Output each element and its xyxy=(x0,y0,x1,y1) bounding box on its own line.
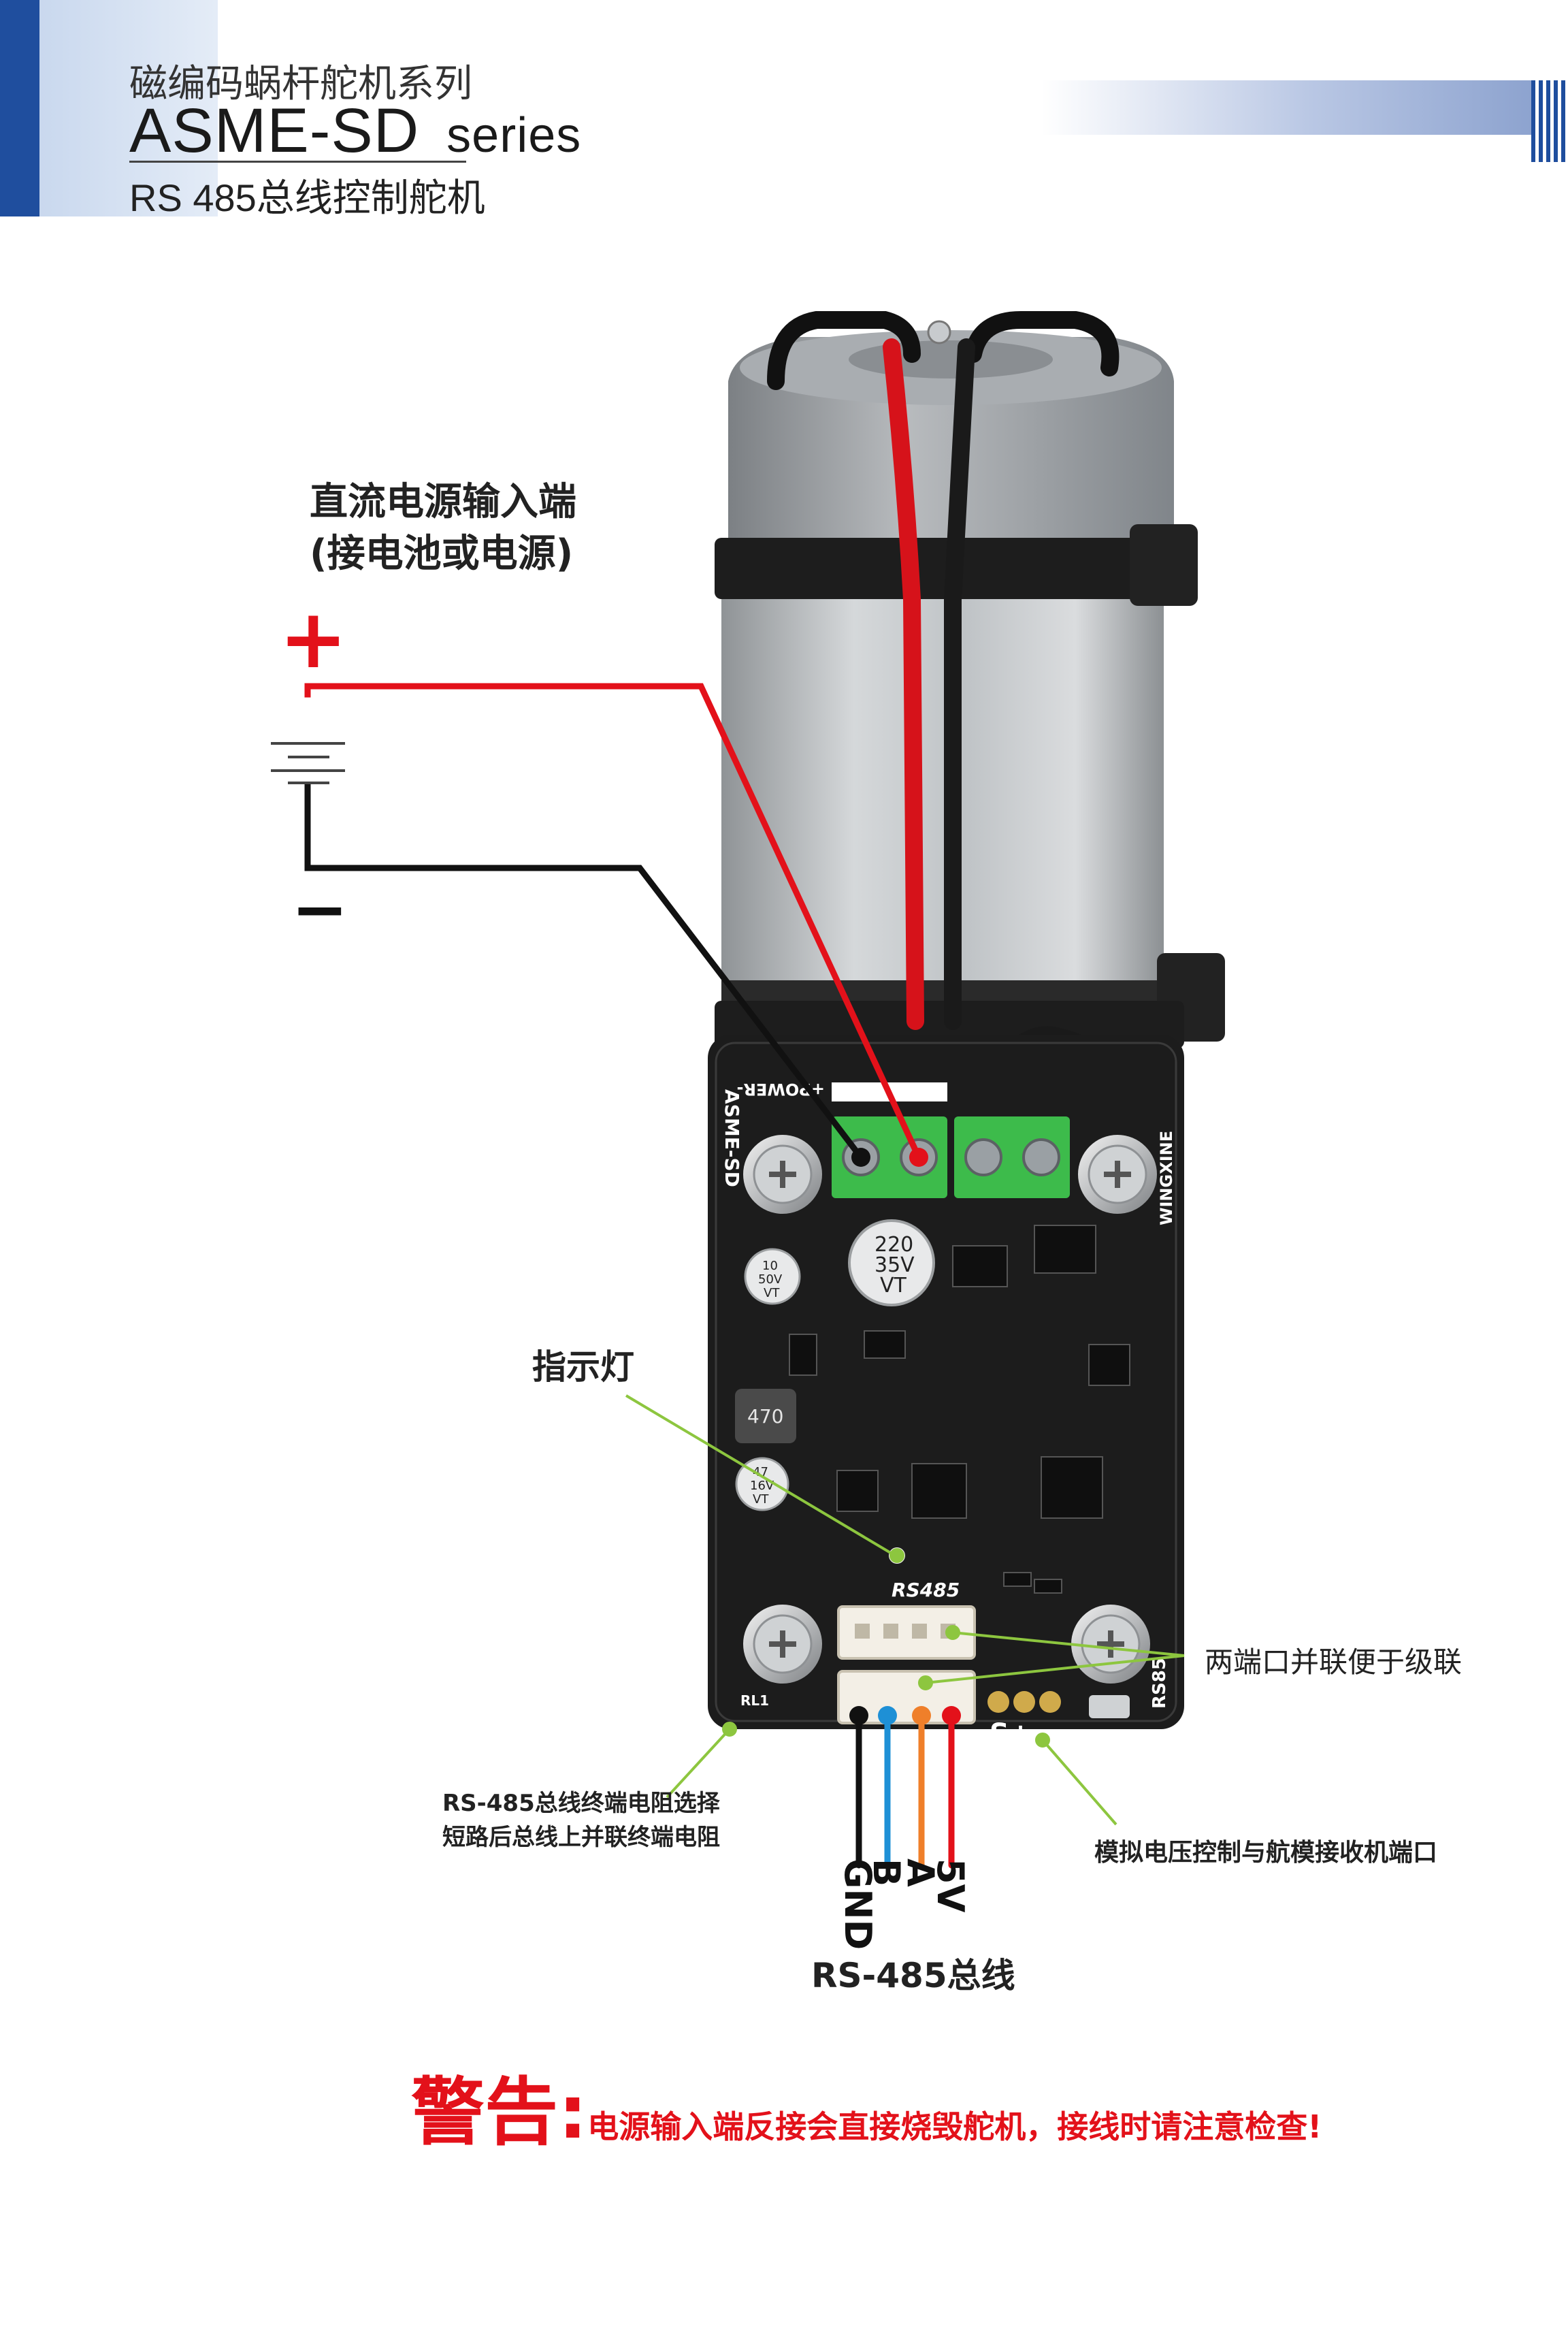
cap-small-line1: 10 xyxy=(762,1259,778,1273)
analog-signal-header xyxy=(987,1691,1130,1718)
series-word: series xyxy=(446,108,582,163)
rl1-text: RL1 xyxy=(740,1692,769,1709)
rs485-bus-label: RS-485总线 xyxy=(811,1956,1015,1995)
pcb-silkscreen: ASME-SD WINGXINE +POWER- RS485 RS85 220 … xyxy=(721,1080,1176,1750)
pcb-components xyxy=(789,1225,1130,1594)
dc-input-label: 直流电源输入端 (接电池或电源) xyxy=(310,477,576,580)
rs485-term-line1: RS-485总线终端电阻选择 xyxy=(442,1790,720,1817)
callout-lines xyxy=(625,1394,1185,1826)
pin-label-5v: 5V xyxy=(929,1859,972,1913)
pcb-model-text: ASME-SD xyxy=(721,1089,743,1187)
battery-symbol xyxy=(271,742,345,784)
dc-input-line2: (接电池或电源) xyxy=(310,532,574,576)
rs485-bus-wires xyxy=(849,1706,961,1869)
rs485-termination-label: RS-485总线终端电阻选择 短路后总线上并联终端电阻 xyxy=(442,1786,720,1854)
negative-wire xyxy=(304,783,866,1162)
title-underline xyxy=(129,161,466,163)
warning-notice: 警告:电源输入端反接会直接烧毁舵机，接线时请注意检查! xyxy=(411,2053,1322,2159)
subtitle: RS 485总线控制舵机 xyxy=(129,176,485,219)
mounting-screws xyxy=(743,1135,1157,1684)
warning-title: 警告: xyxy=(411,2070,588,2155)
header-stripes xyxy=(1531,80,1568,162)
dc-input-line1: 直流电源输入端 xyxy=(310,480,576,524)
control-pcb xyxy=(708,1035,1184,1729)
model-name: ASME-SD xyxy=(129,96,420,165)
cap-small-line3: VT xyxy=(764,1286,780,1300)
cap-mid-line2: 16V xyxy=(750,1479,774,1493)
cap-mid-line3: VT xyxy=(753,1492,769,1507)
header-accent-bar xyxy=(0,0,39,216)
cap-big-line1: 220 xyxy=(875,1233,913,1257)
indicator-led-label: 指示灯 xyxy=(532,1347,634,1387)
header-swoosh xyxy=(1041,80,1531,135)
model-title: ASME-SD series xyxy=(129,95,581,167)
rs485-term-line2: 短路后总线上并联终端电阻 xyxy=(442,1824,720,1851)
pcb-rs485-text: RS485 xyxy=(892,1579,960,1601)
negative-sign: − xyxy=(291,869,348,949)
warning-text: 电源输入端反接会直接烧毁舵机，接线时请注意检查! xyxy=(587,2108,1322,2145)
positive-sign: + xyxy=(279,592,348,687)
analog-port-label: 模拟电压控制与航模接收机端口 xyxy=(1094,1839,1438,1867)
positive-terminal-dot xyxy=(909,1148,928,1167)
cap-big-line2: 35V xyxy=(875,1253,915,1277)
series-cn-title: 磁编码蜗杆舵机系列 xyxy=(129,62,472,106)
cap-mid-line1: 47 xyxy=(753,1465,768,1479)
negative-terminal-dot xyxy=(851,1148,870,1167)
pcb-brand-text: WINGXINE xyxy=(1157,1131,1176,1225)
servo-pins-text: S+- xyxy=(990,1718,1043,1750)
power-wiring xyxy=(271,683,928,1167)
parallel-ports-label: 两端口并联便于级联 xyxy=(1205,1645,1463,1679)
cap-big-line3: VT xyxy=(880,1274,907,1298)
pcb-rs85-text: RS85 xyxy=(1149,1658,1170,1709)
inductor-text: 470 xyxy=(747,1405,783,1428)
cap-small-line2: 50V xyxy=(758,1272,783,1287)
positive-wire xyxy=(304,683,923,1161)
capacitors xyxy=(735,1219,935,1511)
header-panel xyxy=(39,0,218,216)
